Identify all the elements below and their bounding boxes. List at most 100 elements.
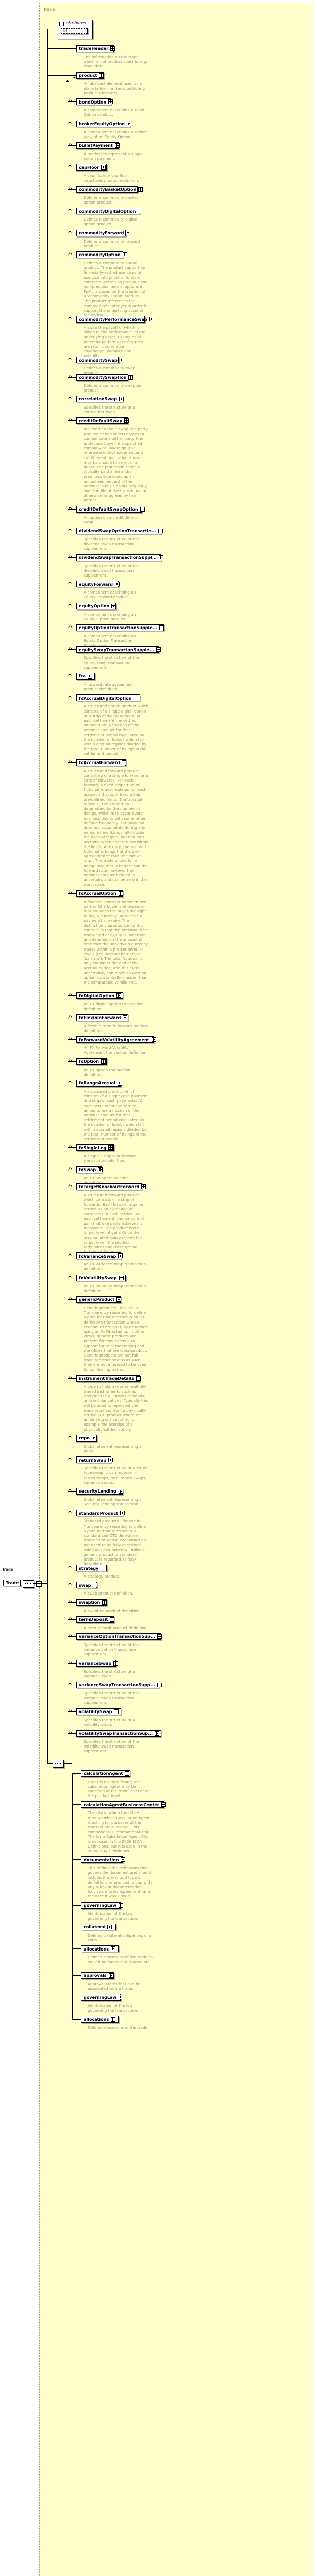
element-node-commodityperformanceswap[interactable]: commodityPerformanceSwap	[76, 316, 154, 323]
element-node-fxoption[interactable]: fxOption	[76, 1058, 107, 1065]
plus-box-icon[interactable]	[134, 696, 139, 701]
element-node-creditdefaultswapoption[interactable]: creditDefaultSwapOption	[76, 505, 145, 513]
plus-box-icon[interactable]	[114, 582, 120, 587]
plus-box-icon[interactable]	[120, 1511, 125, 1516]
element-node-varianceoptiontransactionsup-[interactable]: varianceOptionTransactionSup...	[76, 1633, 162, 1640]
plus-box-icon[interactable]	[99, 73, 104, 78]
element-node-fxrangeaccrual[interactable]: fxRangeAccrual	[76, 1080, 122, 1087]
plus-box-icon[interactable]	[91, 1435, 96, 1440]
plus-box-icon[interactable]	[108, 1458, 113, 1463]
element-node-product[interactable]: product	[76, 72, 104, 79]
plus-box-icon[interactable]	[102, 1600, 107, 1605]
plus-box-icon[interactable]	[140, 506, 145, 512]
plus-box-icon[interactable]	[126, 121, 131, 126]
plus-box-icon[interactable]	[119, 397, 124, 401]
plus-box-icon[interactable]	[122, 252, 127, 257]
plus-box-icon[interactable]	[114, 143, 120, 148]
plus-box-icon[interactable]	[116, 993, 121, 998]
element-node-swap[interactable]: swap	[76, 1582, 98, 1589]
plus-box-icon[interactable]	[126, 230, 131, 235]
plus-box-icon[interactable]	[107, 1925, 112, 1929]
element-node-strategy[interactable]: strategy	[76, 1565, 107, 1572]
element-node-tradeheader[interactable]: tradeHeader	[76, 45, 115, 52]
plus-box-icon[interactable]	[149, 317, 154, 322]
element-node-varianceswaptransactionsupp-[interactable]: varianceSwapTransactionSupp...	[76, 1682, 162, 1688]
element-node-standardproduct[interactable]: standardProduct	[76, 1510, 125, 1517]
plus-box-icon[interactable]	[101, 1566, 106, 1571]
element-node-commodityswaption[interactable]: commoditySwaption	[76, 374, 134, 381]
element-node-bulletpayment[interactable]: bulletPayment	[76, 142, 120, 149]
plus-box-icon[interactable]	[123, 1015, 128, 1020]
minus-box-icon[interactable]	[21, 1581, 26, 1585]
plus-box-icon[interactable]	[93, 1583, 98, 1588]
plus-box-icon[interactable]	[159, 625, 164, 630]
element-node-collateral[interactable]: collateral	[81, 1924, 116, 1930]
element-node-commoditybasketoption[interactable]: commodityBasketOption	[76, 185, 143, 193]
plus-box-icon[interactable]	[118, 1903, 123, 1908]
element-node-equityoptiontransactionsupple-[interactable]: equityOptionTransactionSupple...	[76, 624, 164, 631]
plus-box-icon[interactable]	[161, 1802, 166, 1807]
plus-box-icon[interactable]	[141, 1184, 146, 1189]
element-node-creditdefaultswap[interactable]: creditDefaultSwap	[76, 417, 129, 425]
element-node-allocations[interactable]: allocations	[81, 1945, 119, 1953]
element-node-dividendswaptransactionsuppl-[interactable]: dividendSwapTransactionSuppl...	[76, 554, 163, 561]
element-node-volatilityswap[interactable]: volatilitySwap	[76, 1708, 121, 1715]
element-node-commodityswap[interactable]: commoditySwap	[76, 357, 124, 364]
plus-box-icon[interactable]	[138, 209, 143, 214]
element-node-fxvolatilityswap[interactable]: fxVolatilitySwap	[76, 1274, 126, 1281]
plus-box-icon[interactable]	[87, 674, 92, 679]
plus-box-icon[interactable]	[156, 647, 161, 652]
element-node-genericproduct[interactable]: genericProduct	[76, 1296, 122, 1303]
element-node-fxaccrualoption[interactable]: fxAccrualOption	[76, 890, 123, 897]
plus-box-icon[interactable]	[117, 1081, 122, 1086]
element-node-fxforwardvolatilityagreement[interactable]: fxForwardVolatilityAgreement	[76, 1036, 156, 1043]
plus-box-icon[interactable]	[110, 1617, 115, 1622]
plus-box-icon[interactable]	[118, 1995, 123, 2000]
attribute-id[interactable]: id	[61, 28, 88, 34]
plus-box-icon[interactable]	[118, 1253, 123, 1259]
element-node-fxdigitaloption[interactable]: fxDigitalOption	[76, 992, 123, 999]
plus-box-icon[interactable]	[111, 2016, 116, 2022]
element-node-governinglaw[interactable]: governingLaw	[81, 1902, 123, 1909]
plus-box-icon[interactable]	[108, 99, 113, 105]
plus-box-icon[interactable]	[98, 1167, 103, 1172]
element-node-varianceswap[interactable]: varianceSwap	[76, 1659, 119, 1667]
element-node-fxvarianceswap[interactable]: fxVarianceSwap	[76, 1252, 123, 1260]
plus-box-icon[interactable]	[111, 603, 116, 608]
plus-box-icon[interactable]	[101, 165, 106, 170]
element-node-commoditydigitaloption[interactable]: commodityDigitalOption	[76, 208, 143, 215]
plus-box-icon[interactable]	[155, 1731, 160, 1736]
plus-box-icon[interactable]	[101, 1059, 106, 1064]
element-node-fxflexibleforward[interactable]: fxFlexibleForward	[76, 1014, 128, 1021]
element-node-fxswap[interactable]: fxSwap	[76, 1166, 103, 1173]
element-node-fxaccrualforward[interactable]: fxAccrualForward	[76, 759, 127, 766]
element-node-equityoption[interactable]: equityOption	[76, 602, 116, 609]
element-node-volatilityswaptransactionsup-[interactable]: volatilitySwapTransactionSup...	[76, 1730, 161, 1737]
plus-box-icon[interactable]	[114, 1709, 119, 1714]
plus-box-icon[interactable]	[128, 375, 134, 380]
element-node-fxaccrualdigitaloption[interactable]: fxAccrualDigitalOption	[76, 694, 140, 702]
plus-box-icon[interactable]	[158, 529, 163, 533]
element-node-documentation[interactable]: documentation	[81, 1856, 126, 1863]
element-node-swaption[interactable]: swaption	[76, 1599, 107, 1606]
element-node-capfloor[interactable]: capFloor	[76, 164, 107, 171]
element-node-brokerequityoption[interactable]: brokerEquityOption	[76, 120, 131, 127]
plus-box-icon[interactable]	[119, 1275, 124, 1280]
element-node-correlationswap[interactable]: correlationSwap	[76, 396, 124, 402]
element-node-termdeposit[interactable]: termDeposit	[76, 1616, 115, 1623]
plus-box-icon[interactable]	[136, 1376, 141, 1381]
element-node-fxsingleleg[interactable]: fxSingleLeg	[76, 1144, 114, 1151]
plus-box-icon[interactable]	[157, 1683, 162, 1687]
element-node-equityswaptransactionsupple-[interactable]: equitySwapTransactionSupple...	[76, 646, 161, 653]
plus-box-icon[interactable]	[118, 891, 123, 896]
plus-box-icon[interactable]	[138, 187, 143, 192]
element-node-returnswap[interactable]: returnSwap	[76, 1456, 113, 1464]
element-node-calculationagentbusinesscenter[interactable]: calculationAgentBusinessCenter	[81, 1801, 166, 1808]
element-node-fra[interactable]: fra	[76, 673, 95, 680]
minus-box-icon[interactable]	[59, 22, 64, 26]
plus-box-icon[interactable]	[158, 555, 163, 560]
plus-box-icon[interactable]	[125, 1771, 130, 1776]
plus-box-icon[interactable]	[122, 760, 127, 765]
element-node-commodityforward[interactable]: commodityForward	[76, 229, 131, 236]
plus-box-icon[interactable]	[108, 1973, 113, 1978]
